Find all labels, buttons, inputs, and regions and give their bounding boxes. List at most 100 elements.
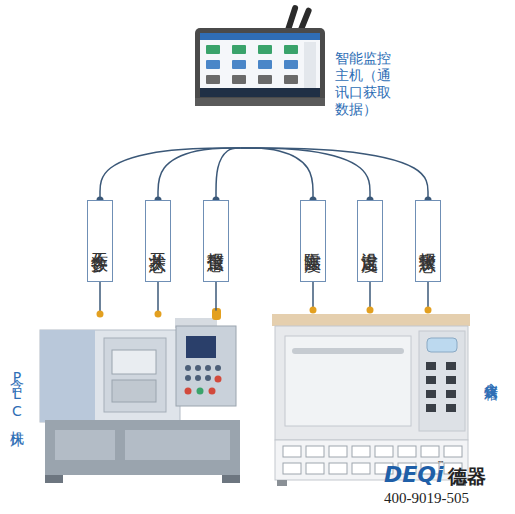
signal-link	[241, 148, 314, 200]
connection-dot	[310, 307, 317, 314]
signal-name: 工作参数	[90, 239, 110, 243]
machine-tool: 含PLC机床	[38, 318, 243, 483]
plc-lathe-shape	[112, 380, 156, 402]
monitor-device-shape	[284, 45, 298, 54]
instrument-oven-shape	[375, 446, 393, 457]
monitor-device-shape	[258, 75, 272, 84]
plc-lathe-shape	[125, 430, 230, 460]
device-label: 含仪表烤箱	[482, 372, 499, 377]
monitor-device-shape	[200, 33, 320, 97]
signal-link	[241, 148, 371, 200]
connection-dot	[213, 311, 220, 318]
signal-link	[369, 282, 371, 310]
instrument-oven-shape	[329, 446, 347, 457]
device-label: 含PLC机床	[8, 368, 25, 422]
signal-box: 设定温度	[357, 200, 383, 282]
signal-name: 设定温度	[360, 239, 380, 243]
instrument-oven-shape	[352, 463, 370, 474]
phone-number: 400-9019-505	[384, 490, 469, 507]
instrument-oven-shape	[426, 390, 436, 398]
device-label: 智能监控主机（通讯口获取数据）	[335, 50, 395, 118]
plc-lathe-shape	[176, 326, 236, 406]
monitor-device-shape	[206, 60, 220, 69]
plc-lathe-shape	[195, 365, 201, 371]
signal-name: 报警状态	[418, 239, 438, 243]
signal-link	[427, 282, 429, 310]
plc-lathe-shape	[197, 388, 204, 395]
trademark: ™	[437, 460, 445, 469]
plc-lathe-shape	[45, 420, 240, 475]
instrument-oven-shape	[272, 314, 470, 326]
instrument-oven	[272, 314, 470, 486]
instrument-oven-shape	[306, 446, 324, 457]
connection-dot	[425, 307, 432, 314]
instrument-oven-shape	[285, 336, 411, 426]
monitor-device-shape	[206, 75, 298, 84]
monitor-device-shape	[206, 45, 298, 54]
signal-box: 报警状态	[415, 200, 441, 282]
instrument-oven-shape	[444, 446, 462, 457]
monitor-device-shape	[258, 45, 272, 54]
monitor-device-shape	[200, 33, 320, 40]
plc-lathe-shape	[40, 330, 180, 422]
signal-link	[312, 282, 314, 310]
connection-dot	[367, 307, 374, 314]
signal-link	[241, 148, 429, 200]
plc-lathe-shape	[40, 330, 95, 422]
signal-box: 工作参数	[87, 200, 113, 282]
signal-link	[100, 148, 241, 200]
monitor-host: 智能监控主机（通讯口获取数据）	[195, 8, 325, 148]
instrument-oven-shape	[292, 348, 404, 354]
instrument-oven-shape	[421, 446, 439, 457]
instrument-oven-shape	[446, 362, 456, 370]
plc-lathe-shape	[222, 475, 240, 483]
plc-lathe	[40, 308, 240, 483]
monitor-device-shape	[195, 28, 325, 106]
plc-lathe-shape	[55, 430, 115, 460]
signal-link	[215, 282, 217, 314]
instrument-oven-shape	[283, 463, 301, 474]
plc-lathe-shape	[215, 365, 221, 371]
plc-lathe-shape	[185, 388, 192, 395]
signal-link	[157, 282, 159, 314]
monitor-device-shape	[206, 45, 220, 54]
oven: 含仪表烤箱	[272, 314, 470, 484]
signal-box: 开关状态	[145, 200, 171, 282]
monitor-device-shape	[232, 75, 246, 84]
monitor-device-shape	[304, 42, 316, 92]
instrument-oven-shape	[426, 404, 436, 412]
plc-lathe-shape	[205, 375, 211, 381]
plc-lathe-shape	[212, 308, 221, 320]
plc-lathe-shape	[186, 336, 216, 358]
monitor-device-shape	[200, 88, 320, 97]
monitor-device-shape	[206, 75, 220, 84]
instrument-oven-shape	[398, 446, 416, 457]
instrument-oven-shape	[426, 362, 456, 412]
instrument-oven-shape	[446, 390, 456, 398]
signal-link	[216, 148, 241, 200]
signal-link	[99, 282, 101, 314]
connection-dot	[97, 311, 104, 318]
instrument-oven-shape	[426, 362, 436, 370]
signal-link	[158, 148, 241, 200]
monitor-device-shape	[284, 75, 298, 84]
signal-name: 实际温度	[303, 239, 323, 243]
plc-lathe-shape	[104, 338, 166, 412]
monitor-device-shape	[232, 60, 246, 69]
plc-lathe-shape	[209, 388, 216, 395]
instrument-oven-shape	[446, 404, 456, 412]
logo-mark: DEQi	[384, 462, 444, 487]
signal-name: 开关状态	[148, 239, 168, 243]
instrument-oven-shape	[426, 376, 436, 384]
plc-lathe-shape	[185, 375, 191, 381]
monitor-device	[195, 4, 325, 106]
instrument-oven-shape	[446, 376, 456, 384]
instrument-oven-shape	[329, 463, 347, 474]
plc-lathe-shape	[195, 375, 201, 381]
signal-box: 报警信息	[203, 200, 229, 282]
monitor-device-shape	[195, 98, 325, 106]
plc-lathe-shape	[215, 376, 222, 383]
monitor-device-shape	[206, 60, 298, 69]
instrument-oven-shape	[277, 480, 287, 486]
